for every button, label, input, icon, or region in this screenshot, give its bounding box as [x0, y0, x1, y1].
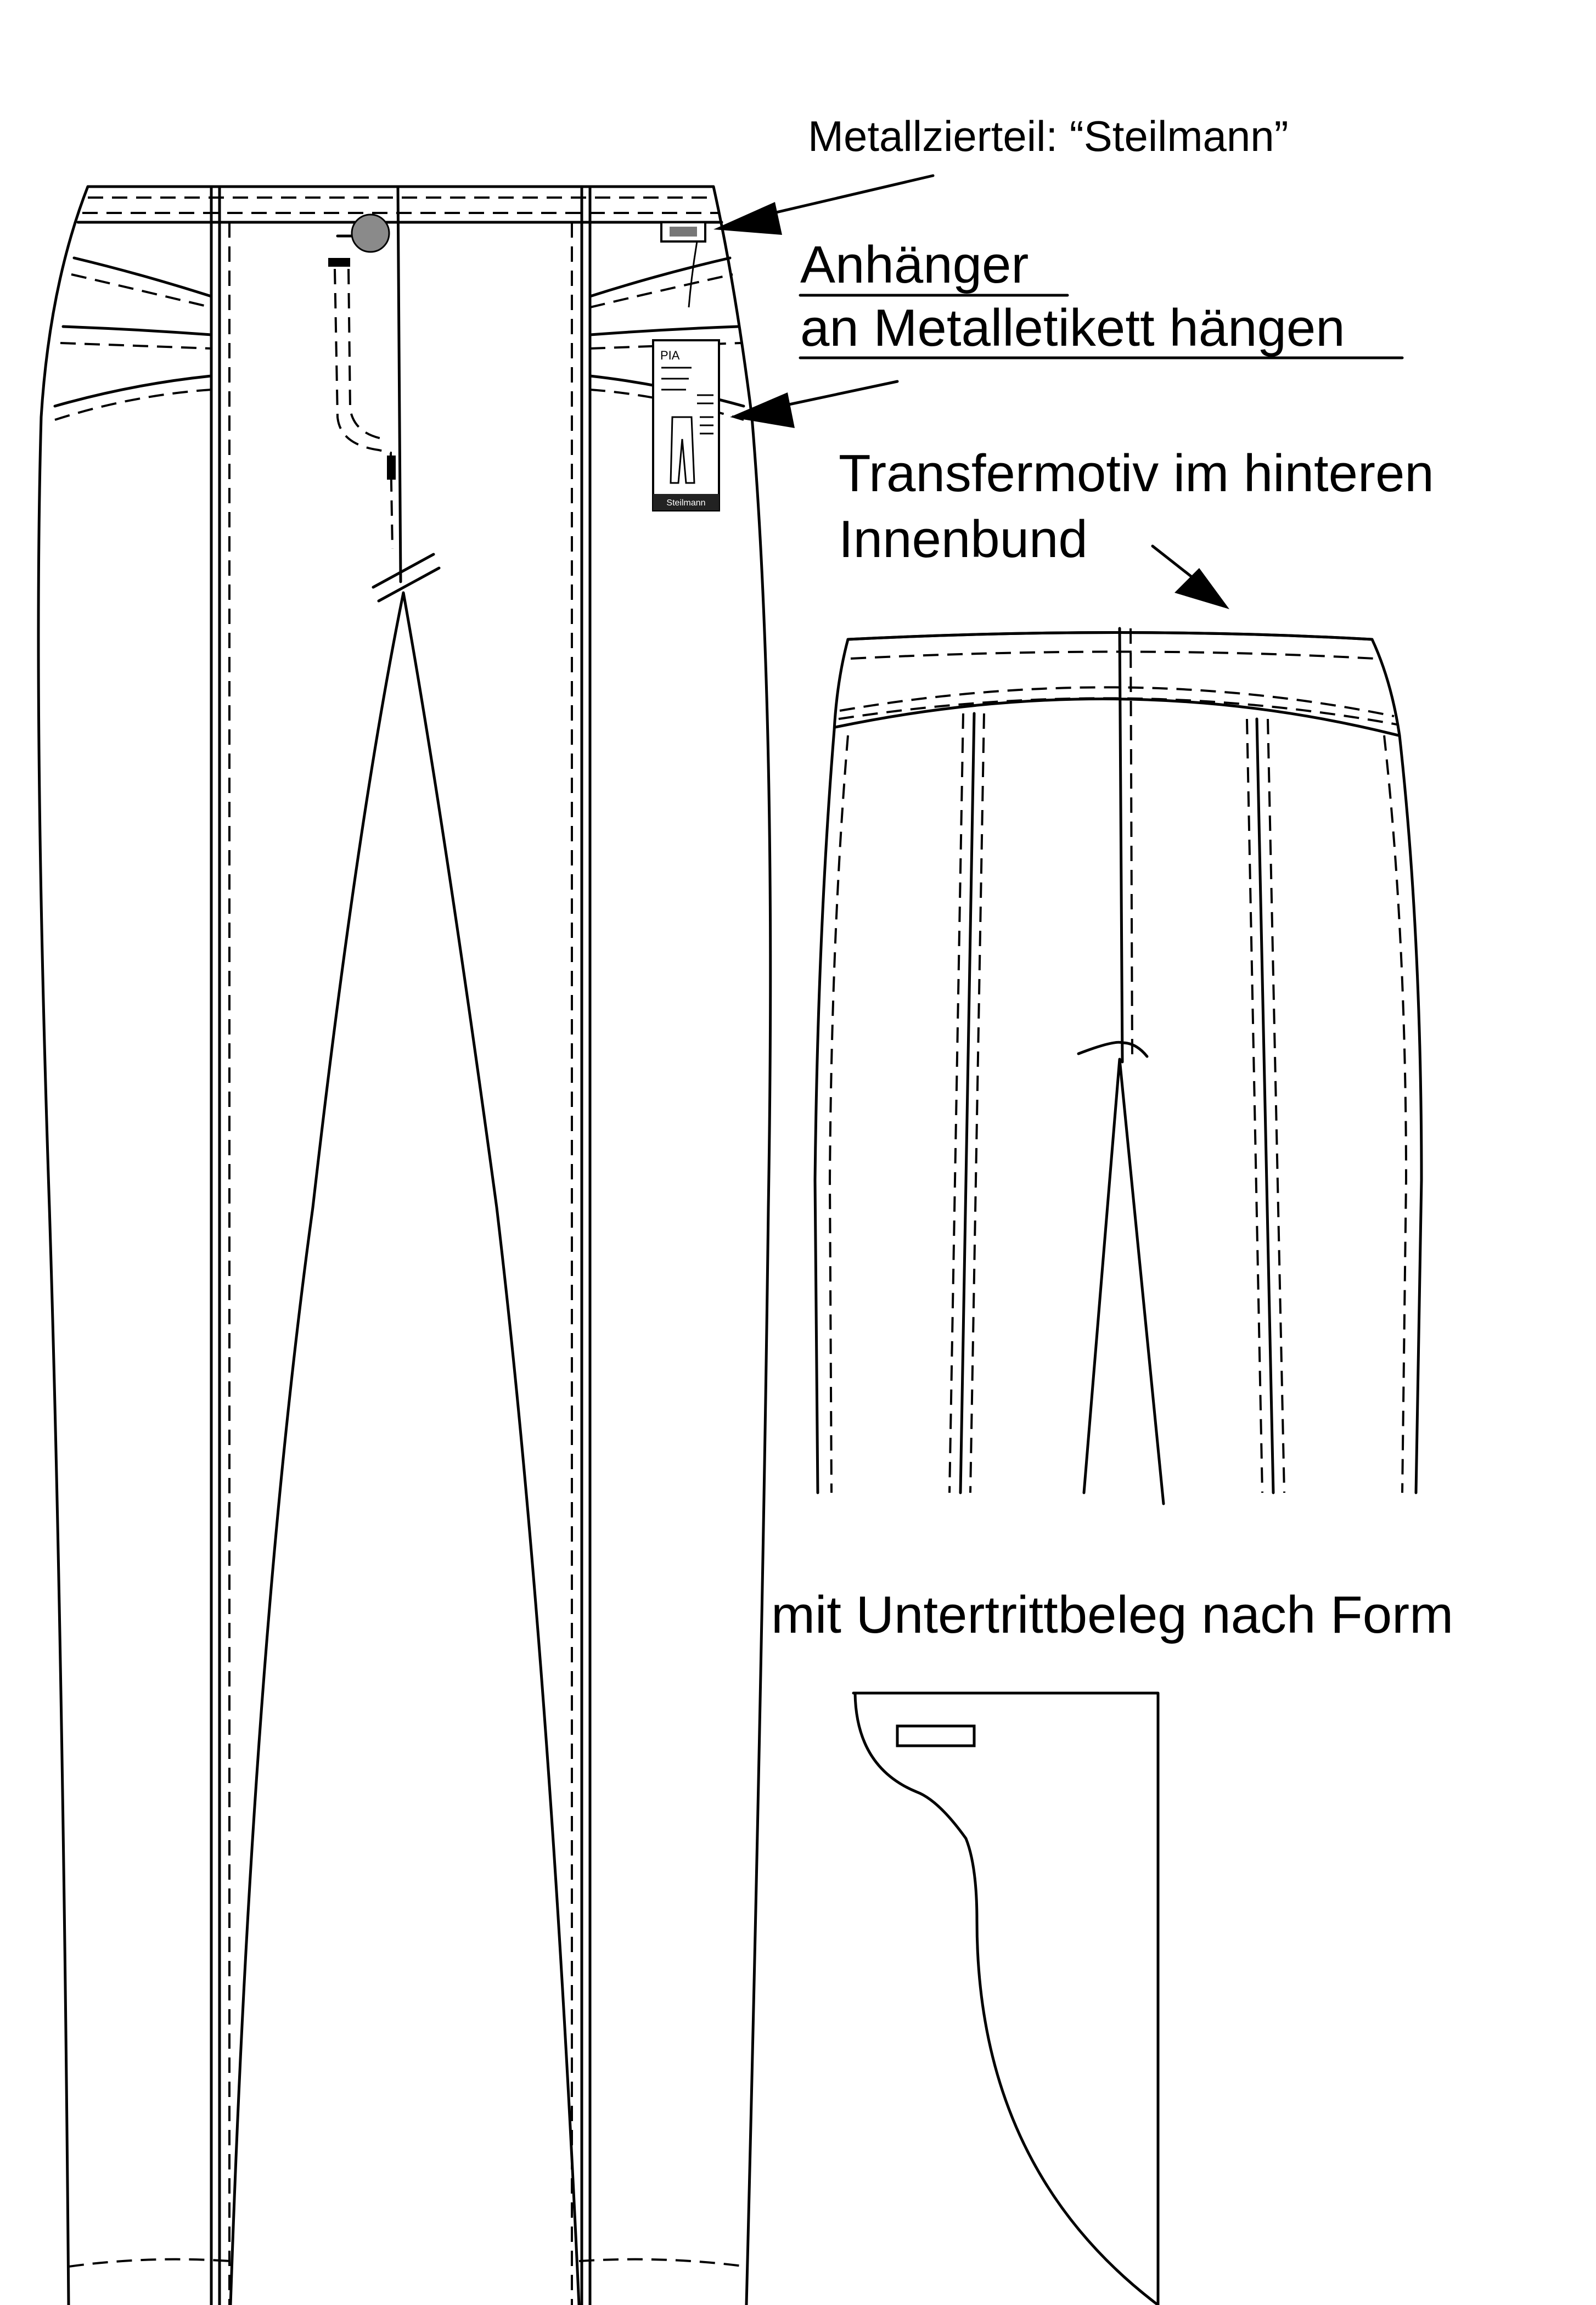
transfer-leader	[1151, 544, 1193, 578]
fly-stitching-inner	[347, 268, 385, 440]
front-right-hem-stitch	[578, 2258, 747, 2268]
front-left-panel-seams	[53, 256, 213, 408]
metal-ornament-label: Metallzierteil: “Steilmann”	[808, 112, 1289, 160]
transfer-label-1: Transfermotiv im hinteren	[839, 444, 1434, 503]
front-left-leg-seam	[210, 185, 221, 2305]
back-left-panel-seam	[959, 712, 976, 1494]
back-center-seam	[1118, 627, 1124, 1064]
fly-bartack-top	[328, 258, 350, 267]
transfer-arrowhead	[1174, 568, 1229, 609]
metal-ornament	[660, 221, 706, 308]
front-silhouette	[37, 185, 772, 2305]
front-right-leg-seam	[580, 185, 592, 2305]
front-left-hem-stitch	[68, 2258, 231, 2268]
transfer-label-2: Innenbund	[839, 510, 1088, 569]
waist-button	[351, 213, 390, 253]
hang-tag: PIA Steilmann	[652, 339, 720, 511]
back-side-stitch-left	[828, 735, 849, 1493]
back-crotch-bartack	[1077, 1041, 1149, 1058]
hang-tag-brand: Steilmann	[666, 498, 705, 508]
fly-stitching	[334, 268, 394, 549]
metal-ornament-callout: Metallzierteil: “Steilmann”	[713, 112, 1289, 235]
back-waistband-lower	[834, 698, 1400, 737]
underlap-buttonhole	[896, 1724, 976, 1747]
back-center-stitch	[1129, 628, 1133, 1060]
hang-tag-callout: Anhänger an Metalletikett hängen	[730, 235, 1404, 428]
back-waistband-stitch-1	[850, 650, 1375, 660]
front-left-panel-stitch	[54, 273, 212, 421]
hang-tag-label-2: an Metalletikett hängen	[800, 299, 1345, 357]
crotch-bartack	[372, 553, 441, 603]
back-right-panel-seam	[1255, 717, 1275, 1494]
back-left-panel-stitch	[948, 713, 985, 1493]
hang-tag-label-1: Anhänger	[800, 235, 1029, 294]
back-view-trousers	[813, 627, 1423, 1505]
back-waistband-stitch-3	[838, 697, 1397, 726]
back-side-stitch-right	[1383, 735, 1408, 1493]
back-right-panel-stitch	[1246, 718, 1285, 1493]
transfer-callout: Transfermotiv im hinteren Innenbund	[839, 444, 1434, 609]
underlap-facing	[852, 1691, 1160, 2305]
front-center-seam	[396, 185, 402, 583]
underlap-facing-outline	[852, 1691, 1160, 2305]
metal-ornament-arrowhead	[713, 202, 782, 235]
back-waistband-stitch-2	[839, 686, 1395, 717]
fly-bartack-bottom	[387, 456, 396, 480]
hang-tag-title: PIA	[660, 348, 680, 362]
underlap-label: mit Untertrittbeleg nach Form	[771, 1586, 1453, 1644]
back-waistband-top	[846, 631, 1374, 641]
hang-tag-arrowhead	[730, 392, 795, 428]
metal-ornament-leader	[756, 174, 935, 218]
back-inseam	[1082, 1058, 1165, 1505]
